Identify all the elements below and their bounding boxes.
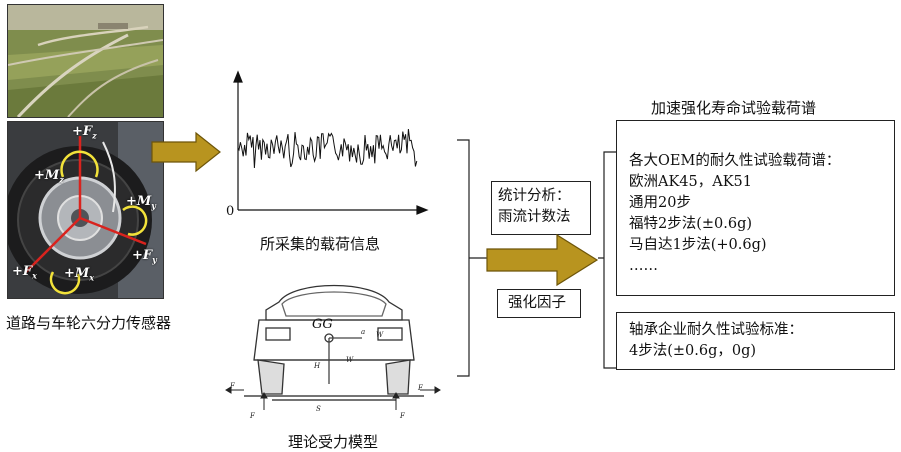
bearing-standard-box: 轴承企业耐久性试验标准： 4步法(±0.6g，0g) <box>616 312 895 370</box>
signal-zero-label: 0 <box>226 204 235 219</box>
arrow-shape <box>151 131 221 173</box>
stat-analysis-box: 统计分析： 雨流计数法 <box>491 181 591 235</box>
oem-line-1: 欧洲AK45，AK51 <box>629 174 753 190</box>
force-label-fz: +Fz <box>72 124 97 141</box>
spectrum-bracket <box>598 151 616 369</box>
sym-w2: W <box>346 356 354 364</box>
oem-line-4: 马自达1步法(+0.6g) <box>629 237 767 253</box>
oem-line-2: 通用20步 <box>629 195 691 211</box>
oem-line-3: 福特2步法(±0.6g) <box>629 216 753 232</box>
force-label-fx: +Fx <box>12 264 37 281</box>
moment-label-mz: +Mz <box>34 168 64 185</box>
signal-trace <box>237 128 418 169</box>
signal-x-arrowhead <box>416 205 429 215</box>
oem-spectrum-box: 各大OEM的耐久性试验载荷谱： 欧洲AK45，AK51 通用20步 福特2步法(… <box>616 120 895 296</box>
merge-bracket <box>457 139 487 377</box>
stat-line-1: 统计分析： <box>498 188 571 204</box>
vehicle-force-model <box>225 284 441 410</box>
oem-line-0: 各大OEM的耐久性试验载荷谱： <box>629 153 841 169</box>
road-aerial-photo <box>7 4 164 118</box>
sym-w1: W <box>376 331 384 339</box>
stat-line-2: 雨流计数法 <box>498 209 571 225</box>
moment-label-my: +My <box>126 194 156 211</box>
sym-s: S <box>316 405 321 413</box>
oem-line-5: …… <box>629 258 658 274</box>
strengthen-factor-box: 强化因子 <box>497 289 581 318</box>
load-signal-plot <box>233 70 429 215</box>
bearing-line-1: 4步法(±0.6g，0g) <box>629 343 757 359</box>
wheel-sensor-photo: +Fz +Mz +My +Fy +Fx +Mx <box>7 121 164 299</box>
arrow-to-spectrum <box>486 233 599 287</box>
bearing-line-0: 轴承企业耐久性试验标准： <box>629 322 803 338</box>
force-label-fy: +Fy <box>132 248 157 265</box>
signal-y-arrowhead <box>233 70 243 83</box>
cg-label: GG <box>312 317 333 332</box>
factor-label: 强化因子 <box>508 295 566 311</box>
sym-h: H <box>314 362 321 370</box>
arrow-shape-2 <box>486 233 599 287</box>
arrow-to-signal <box>151 131 221 173</box>
signal-caption: 所采集的载荷信息 <box>260 235 381 253</box>
moment-label-mx: +Mx <box>64 266 95 283</box>
sym-f3: F <box>250 412 255 420</box>
sym-a: a <box>361 328 366 336</box>
sym-f4: F <box>400 412 405 420</box>
model-caption: 理论受力模型 <box>288 433 379 451</box>
spectrum-title: 加速强化寿命试验载荷谱 <box>651 99 817 117</box>
sym-f1: F <box>230 382 235 390</box>
sym-f2: F <box>418 384 423 392</box>
sensor-caption: 道路与车轮六分力传感器 <box>6 314 172 332</box>
